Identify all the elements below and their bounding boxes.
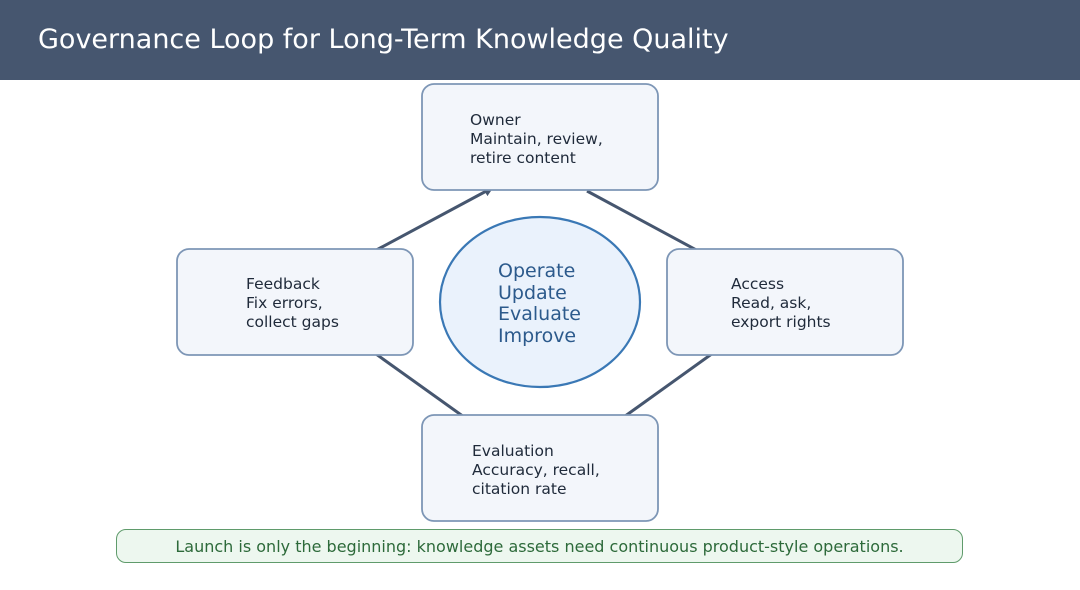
node-owner-line-1: Maintain, review, (470, 130, 603, 148)
center-line-update: Update (498, 282, 567, 304)
center-ellipse (438, 215, 642, 389)
node-evaluation-line-1: Accuracy, recall, (472, 461, 600, 479)
page-title: Governance Loop for Long-Term Knowledge … (38, 24, 729, 55)
node-feedback-line-2: collect gaps (246, 313, 339, 331)
node-evaluation-box (421, 414, 659, 522)
center-cycle: Operate Update Evaluate Improve (438, 215, 642, 389)
callout-note: Launch is only the beginning: knowledge … (116, 529, 963, 563)
center-line-evaluate: Evaluate (498, 303, 581, 325)
node-owner: Owner Maintain, review, retire content (421, 83, 659, 191)
node-feedback-box (176, 248, 414, 356)
node-access-line-2: export rights (731, 313, 831, 331)
node-feedback-line-1: Fix errors, (246, 294, 323, 312)
node-evaluation-title: Evaluation (472, 442, 554, 460)
node-feedback-title: Feedback (246, 275, 320, 293)
center-line-improve: Improve (498, 325, 576, 347)
callout-note-text: Launch is only the beginning: knowledge … (175, 536, 904, 556)
node-owner-line-2: retire content (470, 149, 576, 167)
node-access-box (666, 248, 904, 356)
node-feedback: Feedback Fix errors, collect gaps (176, 248, 414, 356)
header-bar: Governance Loop for Long-Term Knowledge … (0, 0, 1080, 80)
node-owner-box (421, 83, 659, 191)
center-line-operate: Operate (498, 260, 575, 282)
node-access-title: Access (731, 275, 784, 293)
node-evaluation: Evaluation Accuracy, recall, citation ra… (421, 414, 659, 522)
node-access-line-1: Read, ask, (731, 294, 811, 312)
node-evaluation-line-2: citation rate (472, 480, 567, 498)
node-owner-title: Owner (470, 111, 521, 129)
node-access: Access Read, ask, export rights (666, 248, 904, 356)
